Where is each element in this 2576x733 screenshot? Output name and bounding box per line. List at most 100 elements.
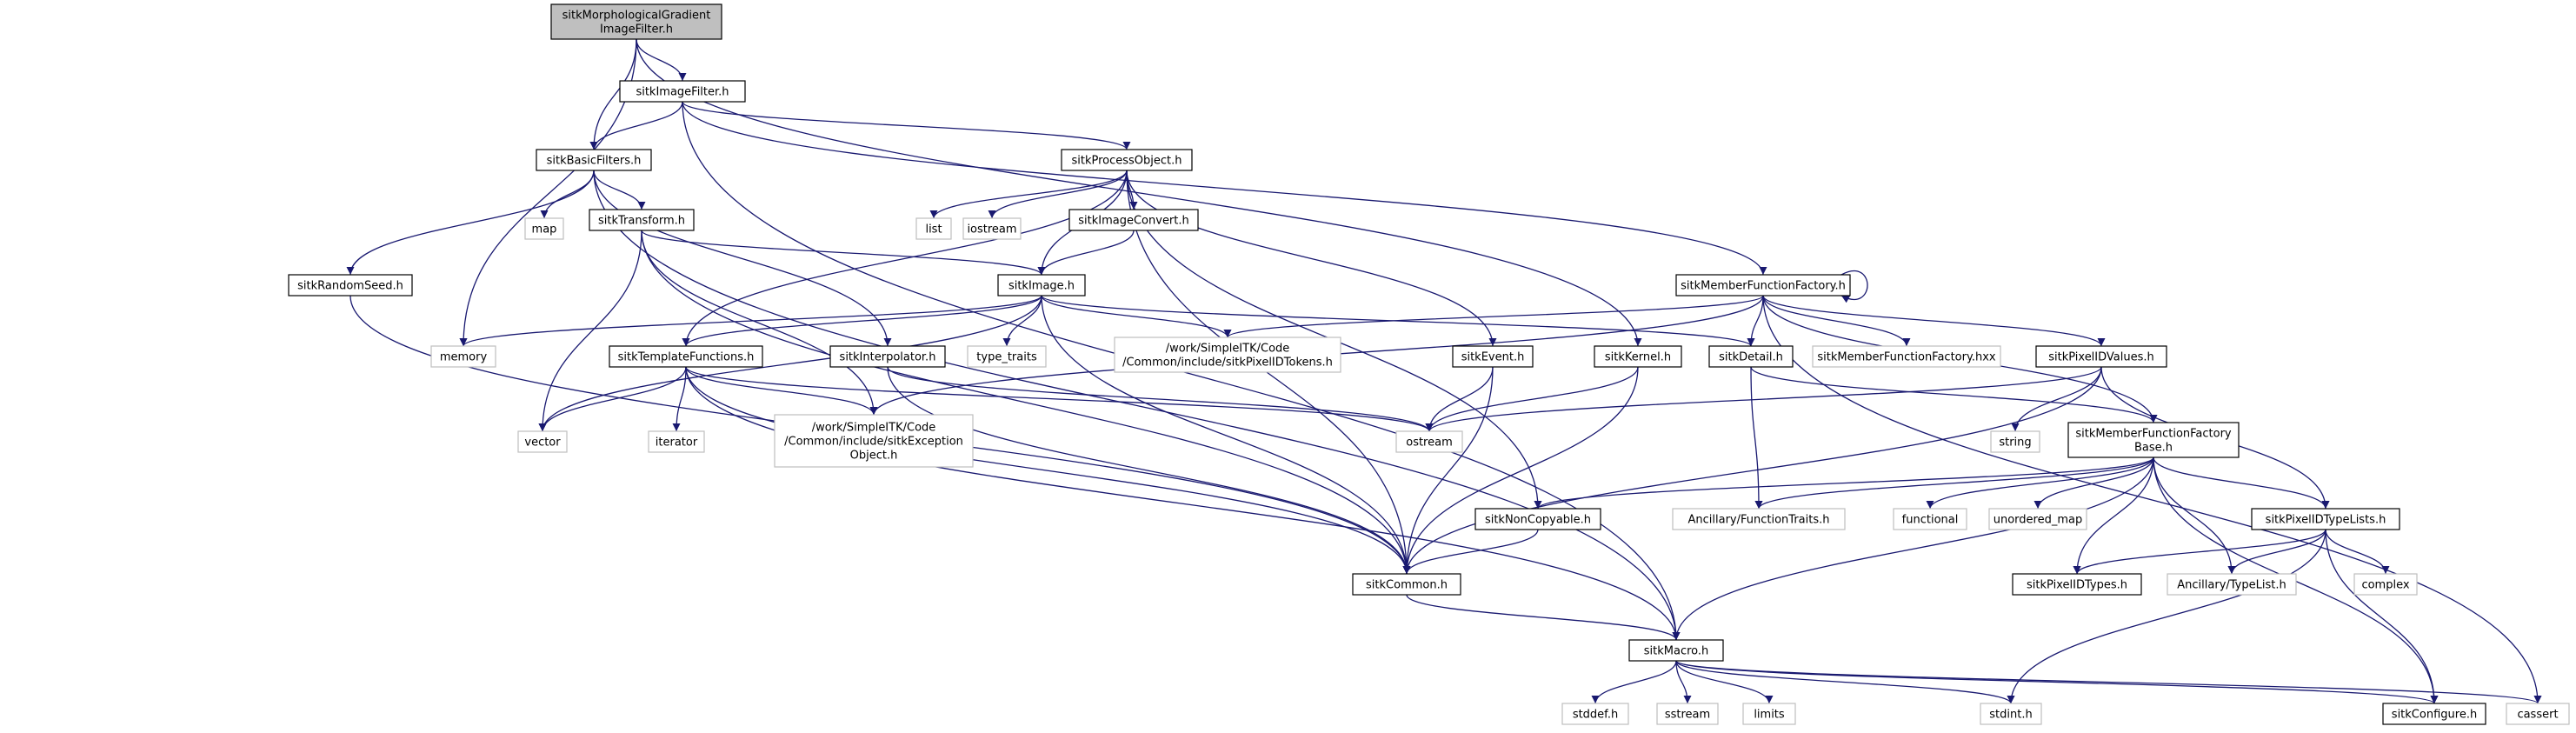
- edge-basicfilters-to-transform: [593, 170, 646, 210]
- node-configure[interactable]: sitkConfigure.h: [2382, 703, 2486, 725]
- edge-imagefilter-to-basicfilters: [589, 101, 683, 150]
- edge-mffbase-to-functional: [1926, 456, 2154, 510]
- edge-imageconvert-to-image: [1037, 230, 1135, 276]
- node-box: [1061, 149, 1193, 171]
- node-detail[interactable]: sitkDetail.h: [1708, 345, 1794, 368]
- node-box: [1561, 703, 1629, 725]
- node-label: ImageFilter.h: [600, 23, 673, 37]
- node-pixelidvalues[interactable]: sitkPixelIDValues.h: [2035, 345, 2167, 368]
- edge-processobject-to-templatefunctions: [682, 170, 1128, 347]
- node-box: [2506, 703, 2570, 725]
- node-box: [1988, 508, 2087, 530]
- node-stddef: stddef.h: [1561, 703, 1629, 725]
- node-label: sitkPixelIDValues.h: [2048, 351, 2154, 364]
- edge-transform-to-image: [641, 230, 1046, 276]
- edge-macro-to-configure: [1675, 660, 2439, 704]
- node-label: sitkEvent.h: [1461, 351, 1525, 364]
- node-label: sitkTransform.h: [598, 215, 685, 228]
- node-mffhxx: sitkMemberFunctionFactory.hxx: [1812, 345, 2001, 368]
- node-label: cassert: [2517, 709, 2558, 722]
- node-common[interactable]: sitkCommon.h: [1352, 573, 1461, 596]
- node-label: stddef.h: [1573, 709, 1618, 722]
- node-label: list: [925, 223, 942, 237]
- node-imageconvert[interactable]: sitkImageConvert.h: [1068, 209, 1199, 231]
- node-label: sitkMorphologicalGradient: [562, 10, 711, 23]
- node-label: Base.h: [2134, 442, 2173, 455]
- node-label: sitkImageConvert.h: [1078, 215, 1189, 228]
- node-box: [524, 217, 564, 240]
- edge-macro-to-cassert: [1675, 660, 2542, 704]
- node-pixelidtypes[interactable]: sitkPixelIDTypes.h: [2012, 573, 2142, 596]
- node-box: [589, 209, 695, 231]
- edge-processobject-to-event: [1126, 170, 1497, 347]
- edge-kernel-to-common: [1402, 366, 1639, 575]
- edge-macro-to-sstream: [1675, 660, 1692, 704]
- edge-basicfilters-to-map: [540, 170, 595, 219]
- node-kernel[interactable]: sitkKernel.h: [1594, 345, 1682, 368]
- node-event[interactable]: sitkEvent.h: [1452, 345, 1534, 368]
- node-string: string: [1990, 430, 2040, 453]
- node-label: sstream: [1665, 709, 1710, 722]
- node-mff[interactable]: sitkMemberFunctionFactory.h: [1675, 274, 1851, 297]
- node-processobject[interactable]: sitkProcessObject.h: [1061, 149, 1193, 171]
- node-box: [517, 430, 568, 453]
- edge-mffbase-to-functiontraits: [1754, 456, 2154, 510]
- edge-transform-to-exception: [641, 230, 878, 416]
- edge-mffbase-to-macro: [1672, 456, 2154, 641]
- node-box: [619, 80, 746, 103]
- node-label: functional: [1902, 514, 1959, 527]
- node-box: [1628, 639, 1724, 662]
- node-imagefilter[interactable]: sitkImageFilter.h: [619, 80, 746, 103]
- node-label: iterator: [656, 436, 698, 450]
- node-label: sitkPixelIDTypes.h: [2027, 579, 2127, 592]
- node-complex: complex: [2353, 573, 2418, 596]
- node-box: [829, 345, 946, 368]
- node-noncopyable[interactable]: sitkNonCopyable.h: [1474, 508, 1601, 530]
- node-box: [915, 217, 952, 240]
- edge-mff-to-detail: [1747, 295, 1764, 347]
- node-box: [2012, 573, 2142, 596]
- edge-templatefunctions-to-vector: [538, 366, 687, 432]
- node-image[interactable]: sitkImage.h: [997, 274, 1086, 297]
- node-randomseed[interactable]: sitkRandomSeed.h: [288, 274, 413, 297]
- node-transform[interactable]: sitkTransform.h: [589, 209, 695, 231]
- node-label: sitkImageFilter.h: [636, 86, 729, 99]
- node-iterator: iterator: [648, 430, 705, 453]
- node-label: /work/SimpleITK/Code: [812, 422, 936, 435]
- node-label: Ancillary/TypeList.h: [2177, 579, 2286, 592]
- node-label: sitkImage.h: [1008, 280, 1075, 293]
- node-stdint: stdint.h: [1980, 703, 2042, 725]
- node-limits: limits: [1742, 703, 1796, 725]
- node-templatefunctions[interactable]: sitkTemplateFunctions.h: [609, 345, 763, 368]
- node-label: memory: [440, 351, 488, 364]
- node-label: /Common/include/sitkPixelIDTokens.h: [1122, 357, 1333, 370]
- node-box: [1893, 508, 1967, 530]
- node-label: limits: [1754, 709, 1785, 722]
- node-list: list: [915, 217, 952, 240]
- node-label: Object.h: [850, 450, 898, 463]
- edge-image-to-memory: [459, 295, 1042, 347]
- node-box: [2067, 422, 2240, 458]
- node-box: [536, 149, 652, 171]
- node-basicfilters[interactable]: sitkBasicFilters.h: [536, 149, 652, 171]
- node-label: /Common/include/sitkException: [784, 436, 963, 449]
- node-box: [1474, 508, 1601, 530]
- node-box: [1812, 345, 2001, 368]
- node-pixelidtypelists[interactable]: sitkPixelIDTypeLists.h: [2251, 508, 2400, 530]
- node-label: unordered_map: [1994, 514, 2083, 527]
- node-interpolator[interactable]: sitkInterpolator.h: [829, 345, 946, 368]
- edge-mffbase-to-pixelidtypelists: [2153, 456, 2330, 510]
- node-macro[interactable]: sitkMacro.h: [1628, 639, 1724, 662]
- edge-mffbase-to-unorderedmap: [2034, 456, 2154, 510]
- node-typelist: Ancillary/TypeList.h: [2167, 573, 2297, 596]
- edge-templatefunctions-to-iterator: [672, 366, 687, 432]
- edge-templatefunctions-to-ostream: [685, 366, 1434, 432]
- edge-processobject-to-list: [929, 170, 1128, 219]
- node-ostream: ostream: [1395, 430, 1463, 453]
- edge-image-to-pixelidtokens: [1041, 295, 1232, 338]
- node-cassert: cassert: [2506, 703, 2570, 725]
- edge-root-to-memory: [459, 38, 637, 347]
- edge-mff-to-mffhxx: [1762, 295, 1911, 347]
- node-label: string: [1999, 436, 2031, 450]
